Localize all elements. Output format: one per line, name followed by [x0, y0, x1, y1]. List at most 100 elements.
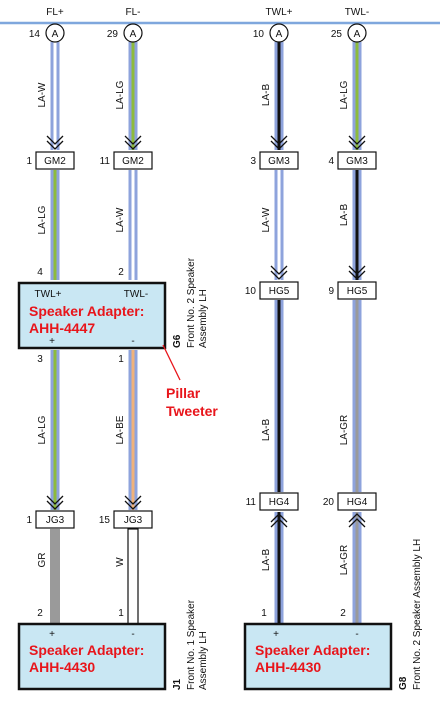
pin-label: 2: [118, 267, 124, 278]
wire-col2-seg4: [127, 528, 139, 625]
svg-text:JG3: JG3: [46, 515, 65, 526]
annotation-tweeter: Tweeter: [166, 403, 218, 419]
component-desc-g6-line1: Front No. 2 Speaker: [186, 257, 197, 348]
svg-text:HG5: HG5: [347, 286, 368, 297]
component-desc-j1-line1: Front No. 1 Speaker: [186, 599, 197, 690]
polarity-minus: -: [131, 336, 134, 347]
wire-label: GR: [37, 553, 48, 568]
column-label-fl-plus: FL+: [46, 7, 64, 18]
svg-text:9: 9: [328, 286, 334, 297]
svg-text:11: 11: [100, 156, 111, 167]
polarity-minus: -: [355, 629, 358, 640]
pin-label: 1: [261, 608, 267, 619]
splice-pin: 10: [253, 29, 265, 40]
svg-text:HG4: HG4: [269, 497, 290, 508]
wire-col3-seg2: [274, 170, 284, 280]
pin-label: 2: [340, 608, 346, 619]
adapter-model: AHH-4430: [29, 659, 95, 675]
connector-jg3-pin1: JG3 1: [26, 510, 75, 529]
wire-label: LA-W: [37, 82, 48, 108]
svg-text:GM3: GM3: [268, 156, 290, 167]
svg-text:A: A: [130, 29, 137, 40]
adapter-block-g6: TWL+ TWL- Speaker Adapter: AHH-4447 + -: [17, 281, 167, 350]
wire-col2-seg1: [128, 42, 138, 150]
component-desc-g8: Front No. 2 Speaker Assembly LH: [412, 539, 423, 690]
pin-label: 1: [118, 608, 124, 619]
svg-text:1: 1: [26, 156, 32, 167]
pin-label: 2: [37, 608, 43, 619]
wire-col1-seg1: [50, 42, 60, 150]
wire-col4-seg1: [352, 42, 362, 150]
connector-gm2-pin11: GM2 11: [100, 151, 153, 170]
wire-label: LA-W: [261, 207, 272, 233]
chevron-up-icon: [348, 513, 366, 528]
adapter-block-j1: + - Speaker Adapter: AHH-4430: [17, 622, 167, 691]
svg-text:A: A: [354, 29, 361, 40]
svg-text:A: A: [276, 29, 283, 40]
column-label-twl-minus: TWL-: [345, 7, 369, 18]
wire-col4-seg2: [352, 170, 362, 280]
adapter-title: Speaker Adapter:: [29, 303, 144, 319]
wire-label: LA-B: [339, 204, 350, 227]
wire-label: LA-B: [261, 549, 272, 572]
svg-text:GM2: GM2: [122, 156, 144, 167]
chevron-down-icon: [46, 135, 64, 150]
splice-pin: 25: [331, 29, 343, 40]
svg-text:HG4: HG4: [347, 497, 368, 508]
wire-label: LA-LG: [37, 205, 48, 234]
chevron-down-icon: [124, 495, 142, 510]
splice-fl-minus: A 29: [107, 23, 143, 43]
splice-twl-plus: A 10: [253, 23, 289, 43]
component-desc-g6-line2: Assembly LH: [198, 289, 209, 348]
adapter-model: AHH-4430: [255, 659, 321, 675]
svg-text:A: A: [52, 29, 59, 40]
wire-col4-seg3: [352, 300, 362, 492]
component-code-g8: G8: [398, 676, 409, 690]
splice-pin: 29: [107, 29, 119, 40]
wire-col2-seg2: [128, 170, 138, 280]
column-label-twl-plus: TWL+: [266, 7, 293, 18]
chevron-down-icon: [348, 265, 366, 280]
adapter-model: AHH-4447: [29, 320, 95, 336]
wire-col3-seg4: [274, 512, 284, 624]
polarity-plus: +: [273, 629, 279, 640]
svg-text:GM3: GM3: [346, 156, 368, 167]
connector-gm2-pin1: GM2 1: [26, 151, 75, 170]
adapter-title: Speaker Adapter:: [29, 642, 144, 658]
connector-hg4-pin20: HG4 20: [323, 492, 377, 511]
polarity-minus: -: [131, 629, 134, 640]
svg-text:JG3: JG3: [124, 515, 143, 526]
connector-hg5-pin10: HG5 10: [245, 281, 299, 300]
wire-col4-seg4: [352, 512, 362, 624]
wire-label: LA-BE: [115, 415, 126, 444]
wire-label: LA-B: [261, 419, 272, 442]
connector-hg5-pin9: HG5 9: [328, 281, 377, 300]
wire-label: W: [115, 557, 126, 567]
terminal-label: TWL+: [35, 289, 62, 300]
wire-label: LA-LG: [115, 80, 126, 109]
svg-text:10: 10: [245, 286, 257, 297]
pin-label: 3: [37, 354, 43, 365]
pin-label: 4: [37, 267, 43, 278]
chevron-down-icon: [46, 495, 64, 510]
connector-jg3-pin15: JG3 15: [99, 510, 153, 529]
wire-col1-seg2: [50, 170, 60, 280]
svg-text:3: 3: [250, 156, 256, 167]
component-code-j1: J1: [172, 678, 183, 690]
svg-text:GM2: GM2: [44, 156, 66, 167]
component-desc-j1-line2: Assembly LH: [198, 631, 209, 690]
wire-label: LA-LG: [339, 80, 350, 109]
connector-gm3-pin3: GM3 3: [250, 151, 299, 170]
chevron-down-icon: [348, 135, 366, 150]
chevron-down-icon: [270, 135, 288, 150]
splice-twl-minus: A 25: [331, 23, 367, 43]
wire-col1-seg3: [50, 350, 60, 510]
chevron-icons: [46, 135, 366, 528]
splice-pin: 14: [29, 29, 41, 40]
polarity-plus: +: [49, 629, 55, 640]
column-label-fl-minus: FL-: [126, 7, 141, 18]
wire-col3-seg3: [274, 300, 284, 492]
wire-label: LA-W: [115, 207, 126, 233]
adapter-block-g8: + - Speaker Adapter: AHH-4430: [243, 622, 393, 691]
